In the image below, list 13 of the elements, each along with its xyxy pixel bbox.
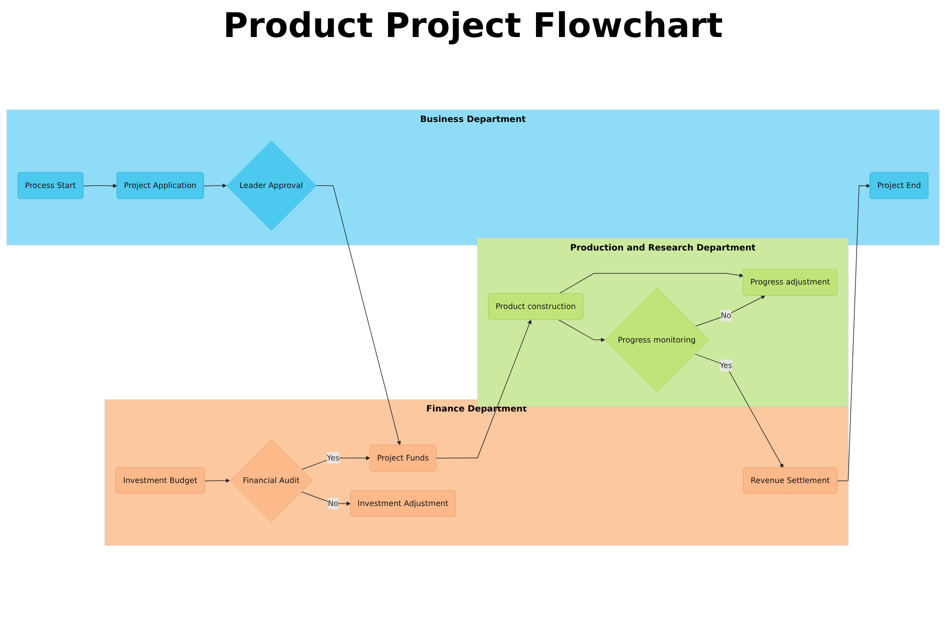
arrow xyxy=(83,184,118,188)
arrow xyxy=(316,185,401,446)
arrow xyxy=(204,478,230,483)
arrow xyxy=(836,184,870,482)
arrow xyxy=(694,354,784,468)
arrow xyxy=(436,320,532,458)
arrow xyxy=(301,456,370,470)
diagram-title: Product Project Flowchart xyxy=(222,6,724,46)
arrow xyxy=(558,272,744,294)
arrow xyxy=(301,491,351,506)
arrow xyxy=(694,295,766,327)
arrow xyxy=(204,184,227,188)
arrow xyxy=(558,320,605,342)
